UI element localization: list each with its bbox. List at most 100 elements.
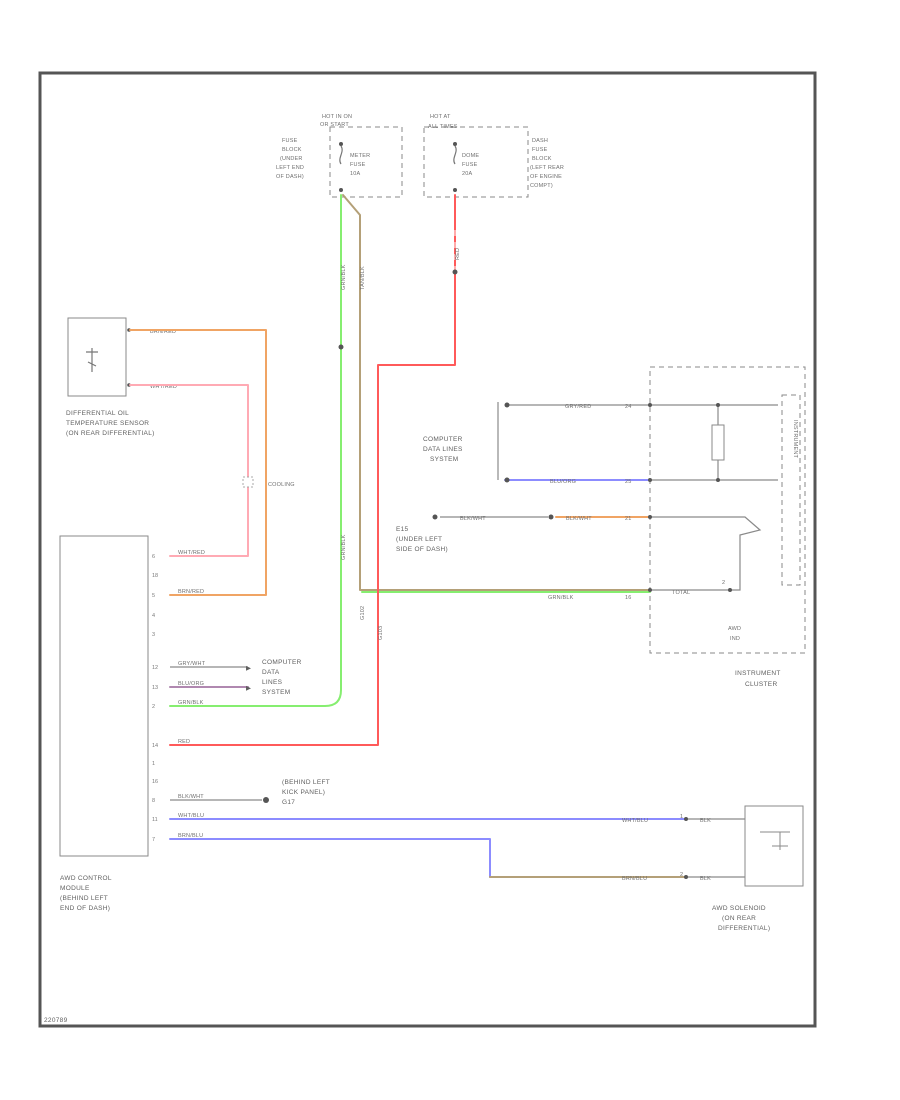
awd-module-pin-number: 4 <box>152 613 155 619</box>
splice-marker <box>242 476 254 488</box>
awd-module-pin-number: 18 <box>152 573 158 579</box>
awd-module-pin-number: 6 <box>152 554 155 560</box>
fuse2-label-line2: FUSE <box>532 147 548 153</box>
cluster-resistor-icon <box>711 424 725 461</box>
ground-e15: BLK/WHT BLK/WHT 21 E15 (UNDER LEFT SIDE … <box>396 514 651 553</box>
fuse2-line2: FUSE <box>462 162 478 168</box>
fuse2-label-line1: DASH <box>532 138 548 144</box>
fuse1-terminal-bottom <box>339 188 343 192</box>
cluster-side-box <box>781 394 801 586</box>
cluster-side-label: INSTRUMENT <box>792 420 798 458</box>
cluster-label-line2: CLUSTER <box>745 681 777 688</box>
awd-module-pin-number: 7 <box>152 837 155 843</box>
awd-module-pin-number: 8 <box>152 798 155 804</box>
fuse1-rating: 10A <box>350 171 361 177</box>
cluster-pin-tan: 2 <box>722 580 725 586</box>
awd-module-pin-number: 5 <box>152 593 155 599</box>
cluster-node-3 <box>728 588 732 592</box>
footer-code: 220789 <box>44 1017 68 1024</box>
computer-data-upper: GRY/RED 24 BLU/ORG 25 COMPUTER DATA LINE… <box>423 402 651 485</box>
cluster-pin-label-tan: TOTAL <box>672 590 690 596</box>
solenoid-pin2-dot <box>684 875 688 879</box>
awd-module-pin-number: 2 <box>152 704 155 710</box>
solenoid-coil-icon <box>760 831 790 850</box>
wire-grn-blk <box>169 194 342 707</box>
awd-module-pin-number: 13 <box>152 685 158 691</box>
cdl-label-line2: DATA LINES <box>423 446 463 453</box>
fuse2-element-icon <box>453 145 457 165</box>
g17-label-line3: G17 <box>282 799 295 806</box>
cdl-terminal-2 <box>504 477 510 483</box>
solenoid-pin1-dot <box>684 817 688 821</box>
e15-label-line1: E15 <box>396 526 409 533</box>
wire-wht-red <box>129 384 249 557</box>
awd-solenoid: WHT/BLU 1 BLK BRN/BLU 2 BLK AWD SOLENOID… <box>622 805 804 932</box>
green-wire-junction <box>338 344 344 350</box>
cluster-label-line1: INSTRUMENT <box>735 670 781 677</box>
cdl-pin1: 24 <box>625 404 632 410</box>
splice-label: COOLING <box>268 482 295 488</box>
cluster-pin-dot-4 <box>648 588 652 592</box>
cluster-pin-dot-3 <box>648 515 652 519</box>
fuse-block-1: HOT IN ON OR START FUSE BLOCK (UNDER LEF… <box>276 114 403 198</box>
label-vertical-tan: TAN/BLK <box>360 266 366 290</box>
cdl-wire2-label: BLU/ORG <box>550 479 576 485</box>
oil-temp-sensor-box <box>67 317 127 397</box>
fuse1-feed-line1: HOT IN ON <box>322 114 352 120</box>
e15-pin: 21 <box>625 516 632 522</box>
wire-tan-blk <box>342 194 651 591</box>
sensor-label-line1: DIFFERENTIAL OIL <box>66 410 129 417</box>
fuse2-label-line5: OF ENGINE <box>530 174 562 180</box>
fuse2-feed-line2: ALL TIMES <box>428 124 458 130</box>
g17-ground-icon <box>263 797 269 803</box>
awd-module-pin-wire-label: GRN/BLK <box>178 700 204 706</box>
awd-module-label-line3: (BEHIND LEFT <box>60 895 108 902</box>
awd-solenoid-box <box>744 805 804 887</box>
fuse2-terminal-bottom <box>453 188 457 192</box>
cluster-pin-green: 16 <box>625 595 632 601</box>
label-vertical-green: GRN/BLK <box>341 264 347 290</box>
cdl-lower-line1: COMPUTER <box>262 659 302 666</box>
wire-red <box>169 194 456 746</box>
sensor-label-line2: TEMPERATURE SENSOR <box>66 420 149 427</box>
awd-module-box <box>59 535 149 857</box>
cdl-lower-line2: DATA <box>262 669 280 676</box>
solenoid-pin2-label: BLK <box>700 876 711 882</box>
cdl-lower-line3: LINES <box>262 679 283 686</box>
fuse1-label-line2: BLOCK <box>282 147 302 153</box>
cdl-label-line1: COMPUTER <box>423 436 463 443</box>
cluster-indicator-line1: AWD <box>728 626 741 632</box>
awd-module-label-line2: MODULE <box>60 885 90 892</box>
fuse-block-2: HOT AT ALL TIMES DOME FUSE 20A DASH FUSE… <box>423 114 564 198</box>
awd-module-pin-number: 3 <box>152 632 155 638</box>
fuse1-label-line4: LEFT END <box>276 165 304 171</box>
g17-label-line2: KICK PANEL) <box>282 789 325 796</box>
awd-module-pin-number: 12 <box>152 665 158 671</box>
awd-module-pin-wire-label: BRN/BLU <box>178 833 203 839</box>
g17-label-line1: (BEHIND LEFT <box>282 779 330 786</box>
e15-wire-b-label: BLK/WHT <box>566 516 592 522</box>
label-lower-green: GRN/BLK <box>341 534 347 560</box>
cluster-node-2 <box>716 478 720 482</box>
solenoid-label-line3: DIFFERENTIAL) <box>718 925 770 932</box>
fuse2-label-line4: (LEFT REAR <box>530 165 564 171</box>
awd-module-pins: 6WHT/RED185BRN/RED4312GRY/WHT13BLU/ORG2G… <box>152 550 206 843</box>
e15-label-line3: SIDE OF DASH) <box>396 546 448 553</box>
fuse2-label-line6: COMPT) <box>530 183 553 189</box>
fuse1-label-line1: FUSE <box>282 138 298 144</box>
e15-wire-a-label: BLK/WHT <box>460 516 486 522</box>
sensor-wire1-label: BRN/RED <box>150 329 176 335</box>
fuse1-line2: FUSE <box>350 162 366 168</box>
fuse2-rating: 20A <box>462 171 473 177</box>
sensor-label-line3: (ON REAR DIFFERENTIAL) <box>66 430 155 437</box>
oil-temp-sensor: BRN/RED WHT/RED DIFFERENTIAL OIL TEMPERA… <box>66 317 177 437</box>
cluster-pin-wire-green: GRN/BLK <box>548 595 574 601</box>
cdl-pin2: 25 <box>625 479 632 485</box>
solenoid-pin2: 2 <box>680 872 683 878</box>
fuse2-label-line3: BLOCK <box>532 156 552 162</box>
icon-arrow-2: ▶ <box>246 685 252 692</box>
thermistor-icon <box>86 348 98 372</box>
awd-module-pin-wire-label: BRN/RED <box>178 589 204 595</box>
cdl-label-line3: SYSTEM <box>430 456 459 463</box>
